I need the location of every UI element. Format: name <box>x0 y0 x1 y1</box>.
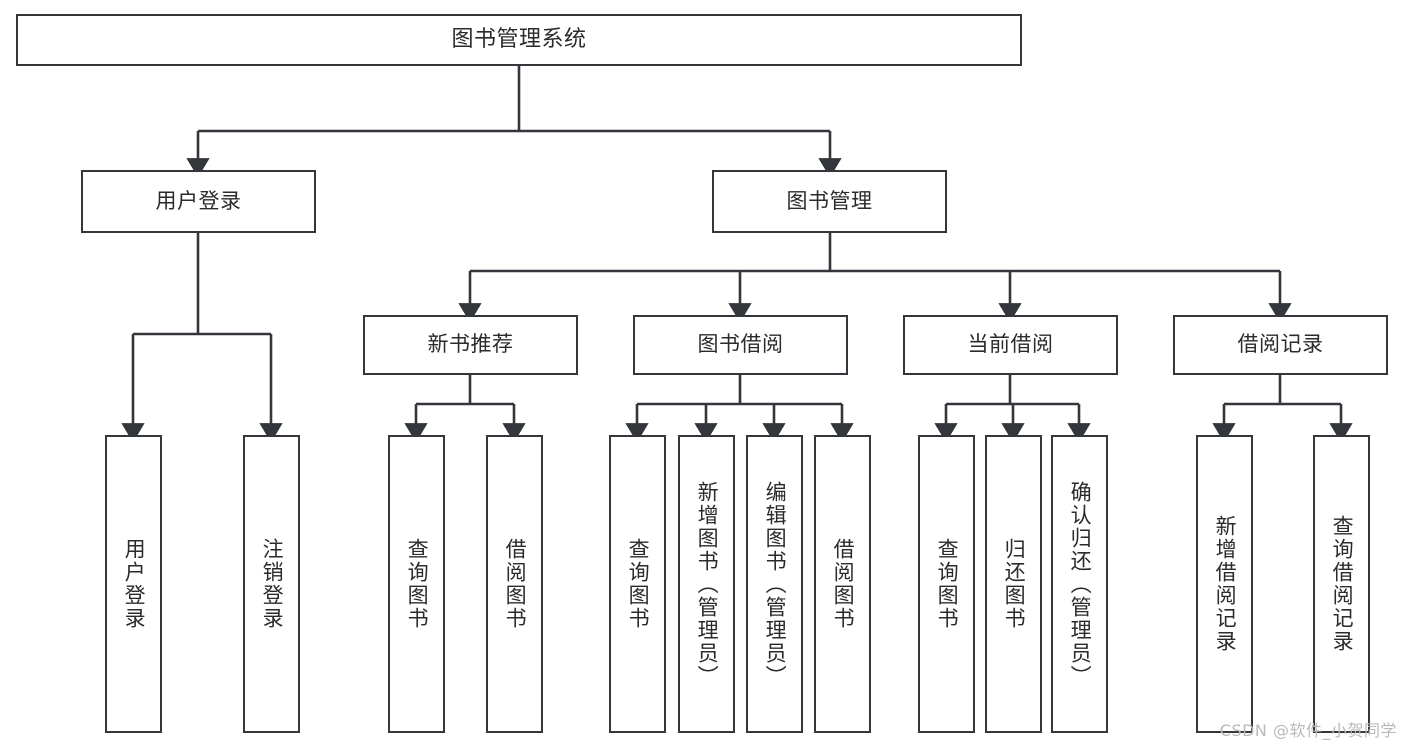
leaf-new-book-query[interactable]: 查询图书 <box>388 435 445 733</box>
leaf-book-borrow-add[interactable]: 新增图书（管理员） <box>678 435 735 733</box>
node-book-management[interactable]: 图书管理 <box>712 170 947 233</box>
leaf-label: 查询图书 <box>626 538 651 630</box>
leaf-borrow-record-query[interactable]: 查询借阅记录 <box>1313 435 1370 733</box>
leaf-current-borrow-query[interactable]: 查询图书 <box>918 435 975 733</box>
leaf-label: 借阅图书 <box>503 538 528 630</box>
node-label: 借阅记录 <box>1237 332 1324 357</box>
leaf-label: 查询借阅记录 <box>1330 515 1355 653</box>
leaf-label: 用户登录 <box>122 538 147 630</box>
leaf-current-borrow-return[interactable]: 归还图书 <box>985 435 1042 733</box>
node-label: 图书管理系统 <box>451 26 587 52</box>
node-current-borrow[interactable]: 当前借阅 <box>903 315 1118 375</box>
node-new-book-recommend[interactable]: 新书推荐 <box>363 315 578 375</box>
leaf-label: 注销登录 <box>260 538 285 630</box>
leaf-label: 归还图书 <box>1002 538 1027 630</box>
csdn-watermark: CSDN @软件_小贺同学 <box>1219 721 1397 740</box>
node-label: 用户登录 <box>155 188 242 213</box>
leaf-current-borrow-confirm[interactable]: 确认归还（管理员） <box>1051 435 1108 733</box>
leaf-label: 编辑图书（管理员） <box>763 480 788 688</box>
leaf-book-borrow-query[interactable]: 查询图书 <box>609 435 666 733</box>
leaf-label: 借阅图书 <box>831 538 856 630</box>
leaf-label: 新增图书（管理员） <box>695 480 720 688</box>
node-book-borrow[interactable]: 图书借阅 <box>633 315 848 375</box>
node-label: 新书推荐 <box>427 332 514 357</box>
leaf-user-login-logout[interactable]: 注销登录 <box>243 435 300 733</box>
node-label: 当前借阅 <box>967 332 1054 357</box>
node-root-system[interactable]: 图书管理系统 <box>16 14 1022 66</box>
node-user-login[interactable]: 用户登录 <box>81 170 316 233</box>
leaf-user-login-login[interactable]: 用户登录 <box>105 435 162 733</box>
leaf-label: 新增借阅记录 <box>1213 515 1238 653</box>
node-borrow-record[interactable]: 借阅记录 <box>1173 315 1388 375</box>
node-label: 图书管理 <box>786 188 873 213</box>
leaf-book-borrow-borrow[interactable]: 借阅图书 <box>814 435 871 733</box>
node-label: 图书借阅 <box>697 332 784 357</box>
leaf-book-borrow-edit[interactable]: 编辑图书（管理员） <box>746 435 803 733</box>
leaf-new-book-borrow[interactable]: 借阅图书 <box>486 435 543 733</box>
leaf-label: 查询图书 <box>405 538 430 630</box>
leaf-label: 确认归还（管理员） <box>1068 480 1093 688</box>
leaf-borrow-record-add[interactable]: 新增借阅记录 <box>1196 435 1253 733</box>
leaf-label: 查询图书 <box>935 538 960 630</box>
